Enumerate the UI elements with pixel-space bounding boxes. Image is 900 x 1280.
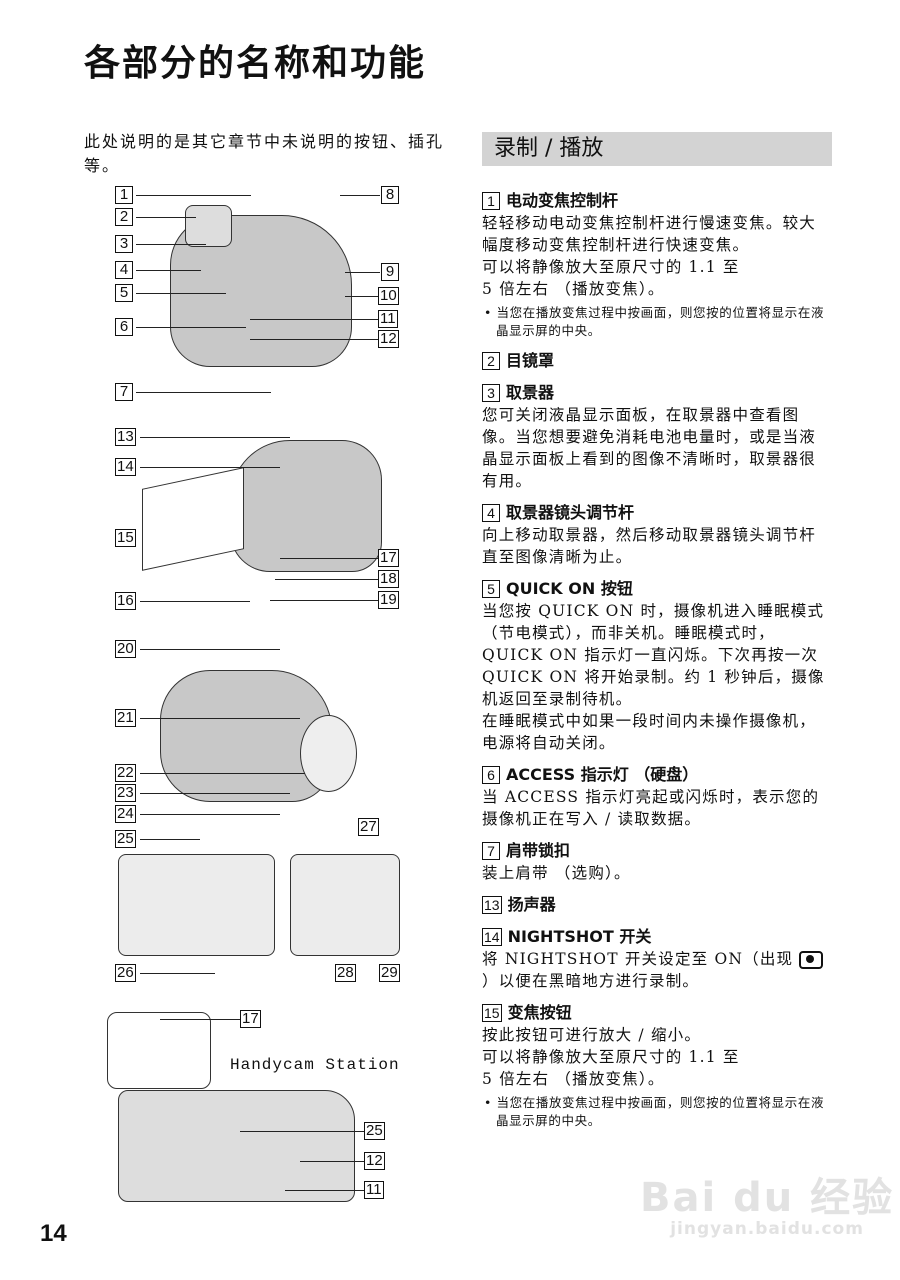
callout-12: 12 — [378, 330, 399, 348]
item-number: 5 — [482, 580, 500, 598]
baidu-watermark: Bai du 经验 jingyan.baidu.com — [640, 1165, 894, 1239]
callout-18: 18 — [378, 570, 399, 588]
callout-station-25: 25 — [364, 1122, 385, 1140]
callout-24: 24 — [115, 805, 136, 823]
item-zoom-lever: 1 电动变焦控制杆 轻轻移动电动变焦控制杆进行慢速变焦。较大幅度移动变焦控制杆进行… — [482, 190, 832, 340]
item-title: ACCESS 指示灯 （硬盘） — [506, 765, 699, 784]
item-body: 当 ACCESS 指示灯亮起或闪烁时，表示您的摄像机正在写入 / 读取数据。 — [482, 788, 820, 828]
callout-14: 14 — [115, 458, 136, 476]
lens-detail-illustration — [290, 854, 400, 956]
item-number: 6 — [482, 766, 500, 784]
section-title: 录制 / 播放 — [482, 132, 832, 166]
item-speaker: 13 扬声器 — [482, 894, 832, 916]
item-access-lamp: 6 ACCESS 指示灯 （硬盘） 当 ACCESS 指示灯亮起或闪烁时，表示您的… — [482, 764, 832, 830]
callout-station-17: 17 — [240, 1010, 261, 1028]
item-eyecup: 2 目镜罩 — [482, 350, 832, 372]
callout-5: 5 — [115, 284, 133, 302]
callout-29: 29 — [379, 964, 400, 982]
bottom-detail-illustration — [118, 854, 275, 956]
item-number: 4 — [482, 504, 500, 522]
item-number: 1 — [482, 192, 500, 210]
item-number: 14 — [482, 928, 502, 946]
callout-13: 13 — [115, 428, 136, 446]
item-number: 15 — [482, 1004, 502, 1022]
item-title: 取景器 — [506, 383, 555, 402]
callout-4: 4 — [115, 261, 133, 279]
page-number: 14 — [40, 1220, 67, 1247]
camera-body-illustration — [230, 440, 382, 572]
item-body-text: 将 NIGHTSHOT 开关设定至 ON（出现 — [482, 950, 800, 968]
page-title: 各部分的名称和功能 — [84, 43, 427, 84]
item-body: 轻轻移动电动变焦控制杆进行慢速变焦。较大幅度移动变焦控制杆进行快速变焦。 可以将… — [482, 214, 817, 298]
item-title: 目镜罩 — [506, 351, 555, 370]
item-title: 电动变焦控制杆 — [506, 191, 619, 210]
item-title: 变焦按钮 — [507, 1003, 572, 1022]
callout-17: 17 — [378, 549, 399, 567]
item-viewfinder-lens-lever: 4 取景器镜头调节杆 向上移动取景器，然后移动取景器镜头调节杆直至图像清晰为止。 — [482, 502, 832, 568]
viewfinder-illustration — [185, 205, 232, 247]
callout-15: 15 — [115, 529, 136, 547]
recording-playback-section: 录制 / 播放 1 电动变焦控制杆 轻轻移动电动变焦控制杆进行慢速变焦。较大幅度移… — [482, 132, 832, 1140]
station-illustration — [118, 1090, 355, 1202]
item-quick-on-button: 5 QUICK ON 按钮 当您按 QUICK ON 时，摄像机进入睡眠模式 （节… — [482, 578, 832, 754]
item-note: 当您在播放变焦过程中按画面，则您按的位置将显示在液晶显示屏的中央。 — [482, 1094, 832, 1130]
station-label: Handycam Station — [230, 1056, 400, 1074]
item-title: NIGHTSHOT 开关 — [507, 927, 652, 946]
item-number: 13 — [482, 896, 502, 914]
callout-station-11: 11 — [364, 1181, 384, 1199]
item-nightshot-switch: 14 NIGHTSHOT 开关 将 NIGHTSHOT 开关设定至 ON（出现 ）… — [482, 926, 832, 992]
item-body: 您可关闭液晶显示面板，在取景器中查看图像。当您想要避免消耗电池电量时，或是当液晶… — [482, 406, 817, 490]
callout-26: 26 — [115, 964, 136, 982]
nightshot-icon — [799, 951, 824, 969]
callout-8: 8 — [381, 186, 399, 204]
item-number: 7 — [482, 842, 500, 860]
item-body: 按此按钮可进行放大 / 缩小。 可以将静像放大至原尺寸的 1.1 至 5 倍左右… — [482, 1026, 740, 1088]
callout-1: 1 — [115, 186, 133, 204]
watermark-logo: Bai du 经验 — [640, 1175, 895, 1221]
callout-16: 16 — [115, 592, 136, 610]
callout-19: 19 — [378, 591, 399, 609]
item-body-text: ）以便在黑暗地方进行录制。 — [482, 972, 700, 990]
item-number: 3 — [482, 384, 500, 402]
watermark-url: jingyan.baidu.com — [670, 1219, 864, 1239]
callout-27: 27 — [358, 818, 379, 836]
item-body: 向上移动取景器，然后移动取景器镜头调节杆直至图像清晰为止。 — [482, 526, 817, 566]
item-shoulder-belt-hook: 7 肩带锁扣 装上肩带 （选购）。 — [482, 840, 832, 884]
item-title: 取景器镜头调节杆 — [506, 503, 635, 522]
callout-20: 20 — [115, 640, 136, 658]
callout-7: 7 — [115, 383, 133, 401]
callout-9: 9 — [381, 263, 399, 281]
item-title: 扬声器 — [507, 895, 556, 914]
item-zoom-buttons: 15 变焦按钮 按此按钮可进行放大 / 缩小。 可以将静像放大至原尺寸的 1.1 … — [482, 1002, 832, 1130]
station-inset-illustration — [107, 1012, 211, 1089]
callout-11: 11 — [378, 310, 398, 328]
callout-3: 3 — [115, 235, 133, 253]
callout-2: 2 — [115, 208, 133, 226]
callout-23: 23 — [115, 784, 136, 802]
callout-21: 21 — [115, 709, 136, 727]
item-number: 2 — [482, 352, 500, 370]
callout-station-12: 12 — [364, 1152, 385, 1170]
item-viewfinder: 3 取景器 您可关闭液晶显示面板，在取景器中查看图像。当您想要避免消耗电池电量时，… — [482, 382, 832, 492]
callout-6: 6 — [115, 318, 133, 336]
item-title: QUICK ON 按钮 — [506, 579, 633, 598]
item-note: 当您在播放变焦过程中按画面，则您按的位置将显示在液晶显示屏的中央。 — [482, 304, 832, 340]
intro-text: 此处说明的是其它章节中未说明的按钮、插孔等。 — [84, 132, 445, 175]
item-body: 将 NIGHTSHOT 开关设定至 ON（出现 ）以便在黑暗地方进行录制。 — [482, 948, 832, 992]
item-title: 肩带锁扣 — [506, 841, 571, 860]
lens-illustration — [300, 715, 357, 792]
lcd-panel-illustration — [142, 467, 244, 571]
callout-10: 10 — [378, 287, 399, 305]
item-body: 装上肩带 （选购）。 — [482, 864, 631, 882]
item-body: 当您按 QUICK ON 时，摄像机进入睡眠模式 （节电模式），而非关机。睡眠模… — [482, 602, 825, 752]
callout-28: 28 — [335, 964, 356, 982]
callout-22: 22 — [115, 764, 136, 782]
callout-25: 25 — [115, 830, 136, 848]
